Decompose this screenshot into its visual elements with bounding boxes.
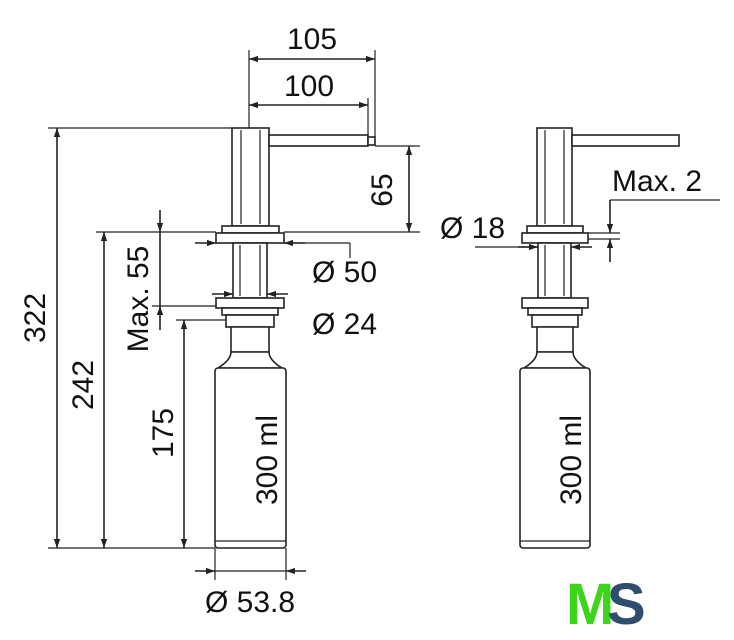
- dim-242-label: 242: [67, 360, 100, 410]
- dim-dia24-label: Ø 24: [312, 308, 377, 341]
- right-pump-head: [536, 127, 573, 227]
- right-bottle: [519, 367, 591, 549]
- right-spout: [571, 134, 680, 147]
- left-spout: [268, 134, 369, 147]
- left-flange: [215, 232, 285, 244]
- right-dispenser: [519, 127, 680, 549]
- logo-letter-s: S: [607, 572, 646, 637]
- dim-100-label: 100: [284, 70, 334, 103]
- dim-65-label: 65: [366, 173, 399, 206]
- left-dispenser: [214, 127, 376, 549]
- left-dimensions: [48, 50, 420, 580]
- right-collar: [526, 225, 584, 234]
- left-bottle: [214, 367, 287, 549]
- dim-322-label: 322: [19, 293, 52, 343]
- left-volume-label: 300 ml: [251, 415, 284, 505]
- dim-175-label: 175: [147, 408, 180, 458]
- right-flange: [521, 232, 589, 244]
- right-stem: [537, 242, 572, 299]
- dim-dia18-label: Ø 18: [440, 212, 505, 245]
- dim-dia53-8-label: Ø 53.8: [205, 586, 295, 619]
- dim-max2-label: Max. 2: [612, 165, 702, 198]
- dim-dia50-label: Ø 50: [312, 256, 377, 289]
- left-stem: [232, 242, 268, 299]
- right-dimensions: [475, 199, 720, 262]
- ms-logo: M S: [566, 572, 646, 637]
- dim-105-label: 105: [287, 23, 337, 56]
- right-volume-label: 300 ml: [555, 415, 588, 505]
- left-pump-head: [231, 127, 270, 227]
- dim-max55-label: Max. 55: [122, 246, 155, 353]
- left-nut: [215, 297, 285, 309]
- left-collar: [221, 225, 280, 234]
- logo-letter-m: M: [566, 572, 614, 637]
- right-nut: [521, 297, 589, 309]
